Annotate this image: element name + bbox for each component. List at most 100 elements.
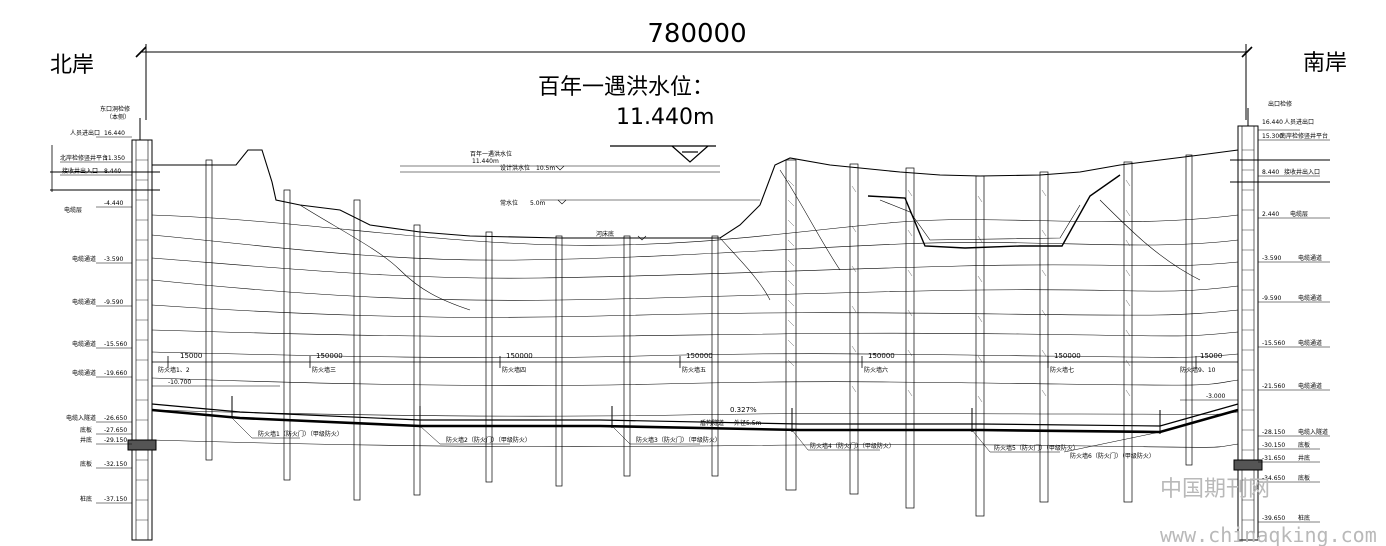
left-elev: -29.150 bbox=[104, 437, 127, 444]
tunnel-elev-left: -10.700 bbox=[168, 379, 191, 386]
left-elev: -26.650 bbox=[104, 415, 127, 422]
left-elev: 16.440 bbox=[104, 130, 125, 137]
ground-surface-line bbox=[152, 149, 1239, 239]
right-elev: 2.440 bbox=[1262, 211, 1279, 218]
left-elev: -3.590 bbox=[104, 256, 124, 263]
tunnel-diameter: 外径5.5m bbox=[734, 419, 762, 427]
spacing-label: 150000 bbox=[506, 352, 533, 360]
left-label: 底板 bbox=[80, 460, 92, 468]
left-elev: -19.660 bbox=[104, 370, 127, 377]
left-label: 北岸检修竖井平台 bbox=[60, 154, 108, 162]
right-elev: -30.150 bbox=[1262, 442, 1285, 449]
door-label: 防火墙3（防火门）（甲级防火） bbox=[636, 436, 721, 444]
right-label: 底板 bbox=[1298, 441, 1310, 449]
right-label: 电缆通道 bbox=[1298, 294, 1322, 302]
left-label: 底板 bbox=[80, 426, 92, 434]
left-elev: -27.650 bbox=[104, 427, 127, 434]
right-elev: -15.560 bbox=[1262, 340, 1285, 347]
right-elev: -28.150 bbox=[1262, 429, 1285, 436]
spacing-label: 150000 bbox=[1054, 352, 1081, 360]
left-elevation-ticks bbox=[60, 136, 132, 504]
left-label: 东口洞检修 bbox=[100, 105, 130, 113]
right-label: 出口检修 bbox=[1268, 100, 1292, 108]
span-dimension-line bbox=[135, 44, 1253, 120]
door-label: 防火墙6（防火门）（甲级防火） bbox=[1070, 452, 1155, 460]
station-label: 防火墙六 bbox=[864, 366, 888, 374]
left-elev: 11.350 bbox=[104, 155, 125, 162]
spacing-label: 150000 bbox=[316, 352, 343, 360]
left-label: 人员进出口 bbox=[70, 129, 100, 137]
left-label: 接收井出入口 bbox=[62, 167, 98, 175]
boreholes bbox=[205, 154, 1193, 517]
right-elev: -31.650 bbox=[1262, 455, 1285, 462]
tunnel-label: 盾构隧道 bbox=[700, 419, 724, 427]
station-label: 防火墙四 bbox=[502, 366, 526, 374]
shield-tunnel bbox=[151, 385, 1239, 434]
left-label: 电缆层 bbox=[64, 206, 82, 214]
soil-layer-lines bbox=[151, 169, 1239, 448]
door-label: 防火墙5（防火门）（甲级防火） bbox=[994, 444, 1079, 452]
left-elev: -9.590 bbox=[104, 299, 124, 306]
door-label: 防火墙2（防火门）（甲级防火） bbox=[446, 436, 531, 444]
left-elev: 8.440 bbox=[104, 168, 121, 175]
left-label: 电缆通道 bbox=[72, 255, 96, 263]
right-label: 南岸检修竖井平台 bbox=[1280, 132, 1328, 140]
right-label: 电缆通道 bbox=[1298, 254, 1322, 262]
right-elev: -3.590 bbox=[1262, 255, 1282, 262]
right-label: 底板 bbox=[1298, 474, 1310, 482]
station-label: 防火墙1、2 bbox=[158, 366, 190, 374]
north-bank-label: 北岸 bbox=[50, 53, 94, 78]
span-dimension-text: 780000 bbox=[647, 19, 746, 49]
right-label: 桩底 bbox=[1298, 514, 1310, 522]
dredged-channel-line bbox=[867, 174, 1121, 249]
left-label: 电缆通道 bbox=[72, 298, 96, 306]
right-elev: 16.440 bbox=[1262, 119, 1283, 126]
channel-inner-line bbox=[879, 199, 1081, 241]
segment-dimension-line bbox=[152, 356, 1238, 368]
right-elev: -21.560 bbox=[1262, 383, 1285, 390]
right-elev: 15.300 bbox=[1262, 133, 1283, 140]
door-label: 防火墙4（防火门）（甲级防火） bbox=[810, 442, 895, 450]
right-label: 电缆通道 bbox=[1298, 382, 1322, 390]
watermark-url: www.chinaqking.com bbox=[1160, 523, 1377, 546]
right-label: 井底 bbox=[1298, 454, 1310, 462]
station-label: 防火墙七 bbox=[1050, 366, 1074, 374]
flood-level-value: 11.440m bbox=[616, 105, 714, 130]
left-label: 电缆通道 bbox=[72, 369, 96, 377]
left-elev: -37.150 bbox=[104, 496, 127, 503]
right-elev: -39.650 bbox=[1262, 515, 1285, 522]
door-label: 防火墙1（防火门）（甲级防火） bbox=[258, 430, 343, 438]
water-note-flood-value: 11.440m bbox=[472, 158, 499, 165]
spacing-label: 150000 bbox=[868, 352, 895, 360]
water-level-lines bbox=[400, 165, 760, 241]
door-leaders bbox=[231, 417, 1161, 453]
left-label: 井底 bbox=[80, 436, 92, 444]
right-elev: 8.440 bbox=[1262, 169, 1279, 176]
spacing-label: 150000 bbox=[686, 352, 713, 360]
left-elev: -15.560 bbox=[104, 341, 127, 348]
right-label: 人员进出口 bbox=[1284, 118, 1314, 126]
borehole-ticks bbox=[787, 179, 1131, 403]
tunnel-slope: 0.327% bbox=[730, 406, 757, 414]
water-note-design-value: 10.5m bbox=[536, 165, 555, 172]
left-label: 电缆入隧道 bbox=[66, 414, 96, 422]
south-shaft-hatch bbox=[1242, 149, 1254, 521]
spacing-label: 15000 bbox=[1200, 352, 1222, 360]
watermark-cn: 中国期刊网 bbox=[1160, 477, 1270, 502]
water-note-flood: 百年一遇洪水位 bbox=[470, 150, 512, 158]
right-label: 电缆层 bbox=[1290, 210, 1308, 218]
water-note-riverbed: 河床底 bbox=[596, 230, 614, 238]
water-note-normal-value: 5.0m bbox=[530, 200, 546, 207]
right-label: 电缆入隧道 bbox=[1298, 428, 1328, 436]
station-label: 防火墙五 bbox=[682, 366, 706, 374]
water-level-symbol bbox=[610, 145, 716, 163]
left-label: 桩底 bbox=[80, 495, 92, 503]
right-label: 电缆通道 bbox=[1298, 339, 1322, 347]
water-note-design: 设计洪水位 bbox=[500, 164, 530, 172]
left-label: （本侧） bbox=[106, 113, 130, 121]
station-label: 防火墙三 bbox=[312, 366, 336, 374]
right-elev: -34.650 bbox=[1262, 475, 1285, 482]
right-elevation-ticks bbox=[1258, 129, 1330, 523]
left-elev: -4.440 bbox=[104, 200, 124, 207]
north-shaft-hatch bbox=[136, 159, 148, 521]
